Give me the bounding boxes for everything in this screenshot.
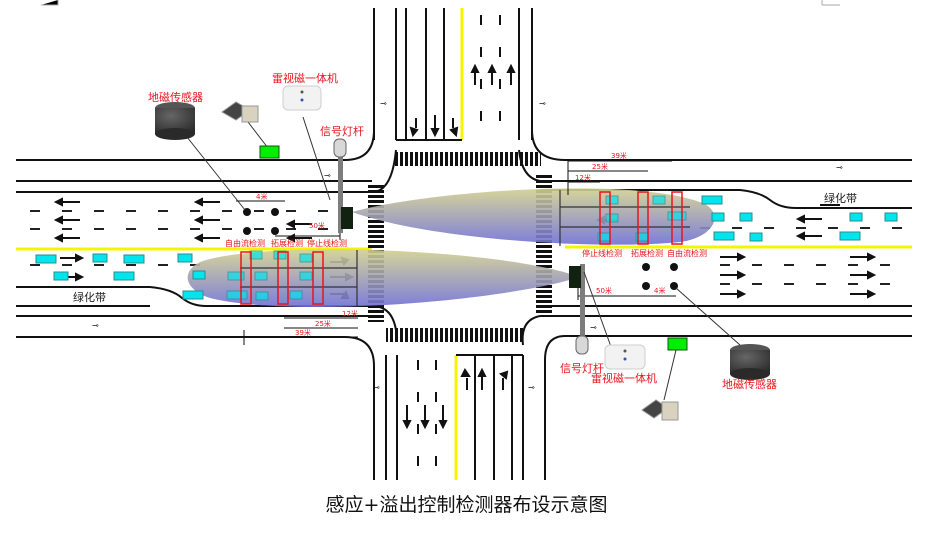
controller-box-icon-west	[259, 145, 280, 159]
leader-lines	[182, 116, 741, 401]
bicycle-icon: ⊸	[528, 383, 535, 392]
bicycle-icon: ⊸	[373, 383, 380, 392]
dim-west-25m: 25米	[315, 319, 331, 328]
dim-east-4m: 4米	[654, 286, 665, 295]
geomagnetic-sensor-label-west: 地磁传感器	[148, 91, 203, 104]
label-east-free-flow: 自由流检测	[667, 248, 707, 258]
pole-lamp-icon	[575, 335, 589, 355]
vertical-dashed-lanes	[417, 15, 501, 480]
bicycle-icon: ⊸	[380, 99, 387, 108]
page-corner-marks	[41, 0, 840, 6]
dimension-lines	[236, 160, 676, 345]
vehicles	[35, 195, 898, 301]
detection-zones	[240, 191, 683, 305]
zone-east-free-flow	[671, 191, 683, 245]
zone-east-expansion	[637, 191, 649, 245]
detection-lane-lines	[240, 190, 690, 306]
solar-panel-icon-east	[641, 399, 679, 421]
signal-pole-west	[333, 138, 353, 233]
radar-unit-icon-west	[282, 85, 322, 111]
geomagnetic-sensor-label-east: 地磁传感器	[722, 378, 777, 391]
bicycle-icon: ⊸	[836, 163, 843, 172]
zone-west-stopline	[312, 251, 324, 305]
diagram-caption: 感应+溢出控制检测器布设示意图	[325, 494, 608, 516]
bicycle-icon: ⊸	[590, 323, 597, 332]
dim-west-4m: 4米	[256, 192, 267, 201]
signal-pole-east	[569, 264, 589, 355]
geomagnetic-sensor-icon-west	[155, 102, 195, 140]
geomagnetic-sensor-icon-east	[730, 344, 770, 380]
northbound-arrows	[460, 63, 516, 390]
green-belt-label-west: 绿化带	[73, 290, 106, 304]
label-west-stopline: 停止线检测	[307, 238, 347, 248]
dim-west-12m: 12米	[342, 309, 358, 318]
label-east-stopline: 停止线检测	[582, 248, 622, 258]
dim-east-39m: 39米	[611, 151, 627, 160]
radar-beam-east	[352, 188, 715, 245]
solar-panel-icon-west	[221, 101, 259, 123]
dim-east-25m: 25米	[592, 162, 608, 171]
zone-east-stopline	[599, 191, 611, 245]
controller-box-icon-east	[667, 337, 688, 351]
radar-unit-icon-east	[604, 344, 646, 370]
zone-west-free-flow	[240, 251, 252, 305]
pole-lamp-icon	[333, 138, 347, 158]
radar-beam-west	[187, 249, 580, 308]
crosswalk-north	[393, 152, 541, 166]
label-west-expansion: 拓展检测	[271, 238, 303, 248]
dim-east-50m: 50米	[596, 286, 612, 295]
radar-unit-label-east: 雷视磁一体机	[591, 371, 657, 385]
radar-unit-label-west: 雷视磁一体机	[272, 71, 338, 85]
label-east-expansion: 拓展检测	[631, 248, 663, 258]
dim-west-50m: 50米	[309, 221, 325, 230]
southbound-arrows	[402, 115, 459, 430]
crosswalk-south	[386, 328, 524, 342]
bicycle-icon: ⊸	[539, 99, 546, 108]
dim-east-12m: 12米	[575, 173, 591, 182]
geomagnetic-points	[243, 208, 678, 290]
signal-head-icon	[569, 266, 581, 288]
signal-pole-label-east: 信号灯杆	[560, 361, 604, 375]
green-belt-label-east: 绿化带	[824, 191, 857, 205]
bicycle-icons: ⊸ ⊸ ⊸ ⊸ ⊸ ⊸ ⊸ ⊸	[92, 99, 843, 392]
signal-pole-label-west: 信号灯杆	[320, 124, 364, 138]
label-west-free-flow: 自由流检测	[225, 238, 265, 248]
signal-head-icon	[341, 207, 353, 229]
zone-west-expansion	[277, 251, 289, 305]
dim-west-39m: 39米	[295, 328, 311, 337]
horizontal-dashed-lanes	[30, 210, 912, 285]
center-yellow-lines	[16, 8, 912, 480]
bicycle-icon: ⊸	[92, 321, 99, 330]
bicycle-icon: ⊸	[324, 171, 331, 180]
